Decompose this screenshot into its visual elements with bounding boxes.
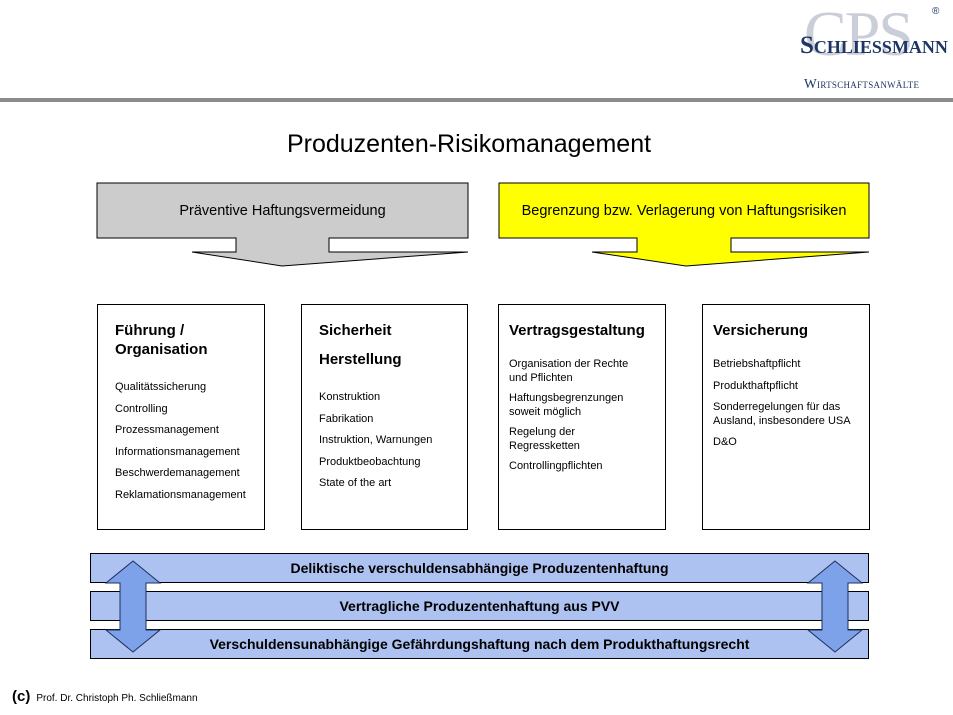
list-item: Produkthaftpflicht xyxy=(713,379,798,392)
author-name: Prof. Dr. Christoph Ph. Schließmann xyxy=(36,693,198,704)
list-item: Instruktion, Warnungen xyxy=(319,434,433,446)
logo-letters: CPS xyxy=(804,0,914,69)
list-item: Organisation der Rechte und Pflichten xyxy=(509,358,629,384)
list-item: Konstruktion xyxy=(319,391,381,403)
list-item: State of the art xyxy=(319,477,392,489)
limitation-label: Begrenzung bzw. Verlagerung von Haftungs… xyxy=(521,202,847,219)
column-heading: Sicherheit xyxy=(319,322,392,339)
limitation-box: Begrenzung bzw. Verlagerung von Haftungs… xyxy=(499,183,869,238)
list-item: Beschwerdemanagement xyxy=(115,467,240,479)
list-item: Qualitätssicherung xyxy=(115,381,207,393)
copyright-mark: (c) xyxy=(12,688,31,705)
list-item: Reklamationsmanagement xyxy=(115,488,246,501)
liability-band: Deliktische verschuldensabhängige Produz… xyxy=(90,553,869,583)
band-label: Deliktische verschuldensabhängige Produz… xyxy=(290,560,669,576)
header-divider xyxy=(0,98,953,102)
column-heading: Organisation xyxy=(115,341,208,358)
band-label: Vertragliche Produzentenhaftung aus PVV xyxy=(339,598,620,614)
footer: (c) Prof. Dr. Christoph Ph. Schließmann xyxy=(12,688,198,706)
list-item: Informationsmanagement xyxy=(115,445,240,458)
column-sicherheit: Sicherheit Herstellung Konstruktion Fabr… xyxy=(301,304,468,530)
list-item: Prozessmanagement xyxy=(115,424,219,436)
list-item: Produktbeobachtung xyxy=(319,455,421,468)
list-item: Fabrikation xyxy=(319,412,374,425)
band-label: Verschuldensunabhängige Gefährdungshaftu… xyxy=(209,636,750,652)
liability-band: Vertragliche Produzentenhaftung aus PVV xyxy=(90,591,869,621)
list-item: Betriebshaftpflicht xyxy=(713,358,801,370)
logo-name: Schließmann xyxy=(800,32,948,59)
preventive-box: Präventive Haftungsvermeidung xyxy=(97,183,468,238)
company-logo: CPS ® Schließmann Wirtschaftsanwälte xyxy=(800,2,948,94)
page-title: Produzenten-Risikomanagement xyxy=(286,130,652,158)
preventive-arrow-shape xyxy=(96,182,469,267)
list-item: D&O xyxy=(713,436,737,448)
column-vertragsgestaltung: Vertragsgestaltung Organisation der Rech… xyxy=(498,304,666,530)
liability-band: Verschuldensunabhängige Gefährdungshaftu… xyxy=(90,629,869,659)
column-heading: Versicherung xyxy=(713,322,809,339)
registered-mark: ® xyxy=(932,6,940,17)
limitation-arrow-shape xyxy=(498,182,870,267)
list-item: Controlling xyxy=(115,402,168,415)
column-versicherung: Versicherung Betriebshaftpflicht Produkt… xyxy=(702,304,870,530)
list-item: Sonderregelungen für das Ausland, insbes… xyxy=(713,401,851,427)
column-fuehrung: Führung / Organisation Qualitätssicherun… xyxy=(97,304,265,530)
list-item: Regelung der Regressketten xyxy=(509,426,580,452)
column-heading: Führung / xyxy=(115,322,185,339)
column-heading: Vertragsgestaltung xyxy=(509,322,645,339)
list-item: Controllingpflichten xyxy=(509,460,603,472)
preventive-label: Präventive Haftungsvermeidung xyxy=(179,202,386,219)
list-item: Haftungsbegrenzungen soweit möglich xyxy=(509,392,624,418)
column-heading: Herstellung xyxy=(319,351,402,368)
logo-subtitle: Wirtschaftsanwälte xyxy=(804,76,920,91)
